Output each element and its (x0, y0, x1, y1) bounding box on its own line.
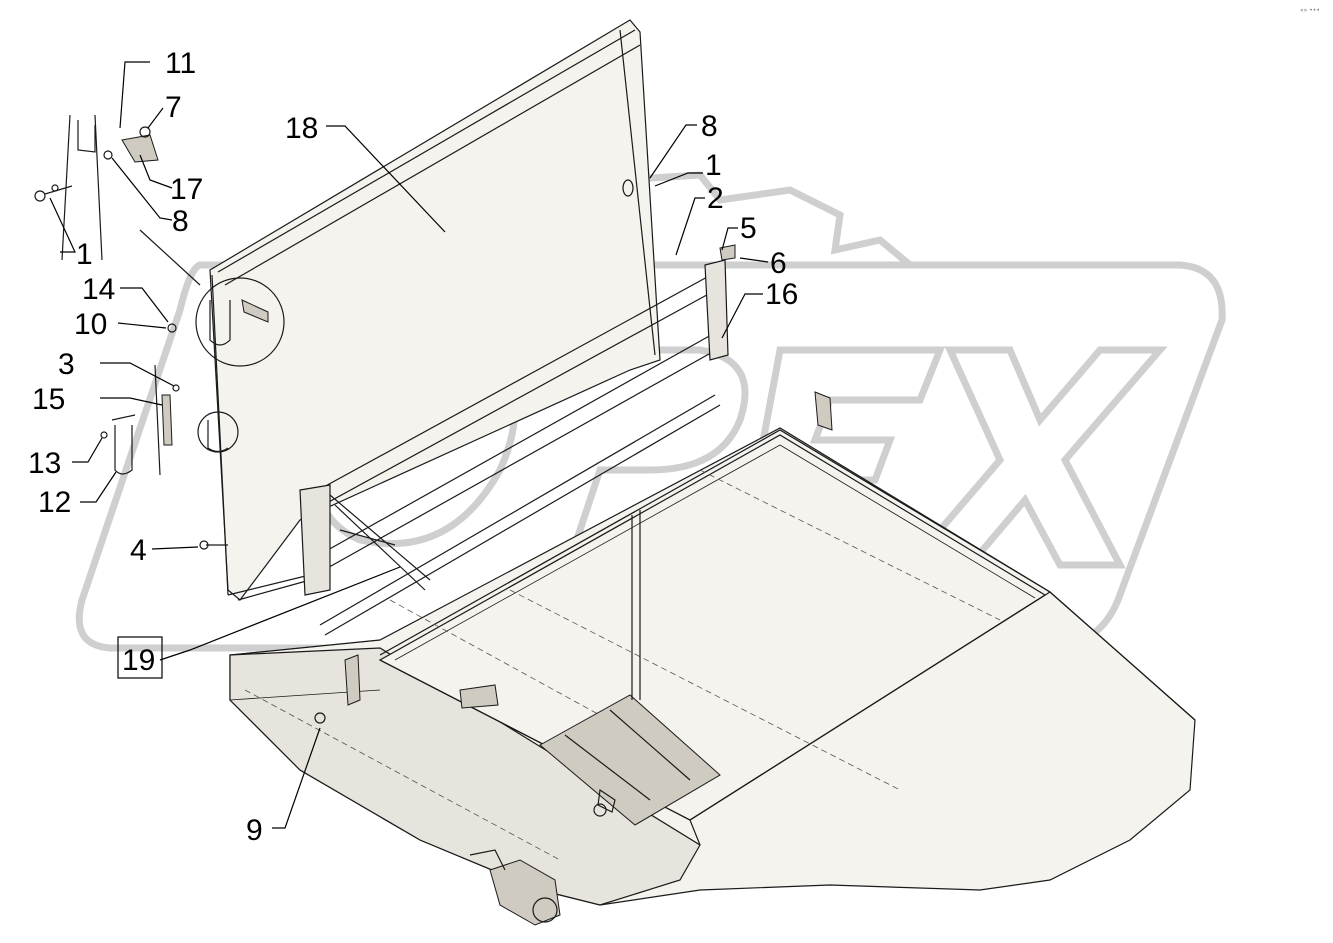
hopper-body (229, 427, 1196, 926)
callout-box-19 (117, 636, 163, 679)
callout-14: 14 (82, 273, 115, 306)
callout-13: 13 (28, 447, 61, 480)
callout-2: 2 (707, 182, 724, 215)
detail-views (139, 229, 285, 453)
callout-labels: 11 7 17 8 1 14 10 3 15 13 12 4 19 18 8 1… (28, 47, 798, 847)
callout-9: 9 (246, 814, 263, 847)
leader-lines (49, 61, 769, 829)
callout-18: 18 (285, 112, 318, 145)
callout-15: 15 (32, 383, 65, 416)
exploded-parts (34, 114, 228, 550)
callout-4: 4 (130, 534, 147, 567)
callout-1b: 1 (705, 149, 722, 182)
callout-19: 19 (122, 644, 155, 677)
callout-3: 3 (58, 348, 75, 381)
lid-panel (209, 19, 833, 817)
callout-8b: 8 (701, 110, 718, 143)
callout-12: 12 (38, 486, 71, 519)
callout-1: 1 (76, 238, 93, 271)
callout-6: 6 (770, 247, 787, 280)
corner-mark: «» ••• (1300, 7, 1320, 14)
callout-10: 10 (74, 308, 107, 341)
callout-8: 8 (172, 205, 189, 238)
callout-16: 16 (765, 278, 798, 311)
callout-7: 7 (165, 91, 182, 124)
callout-17: 17 (170, 173, 203, 206)
callout-5: 5 (740, 212, 757, 245)
callout-11: 11 (165, 47, 196, 80)
